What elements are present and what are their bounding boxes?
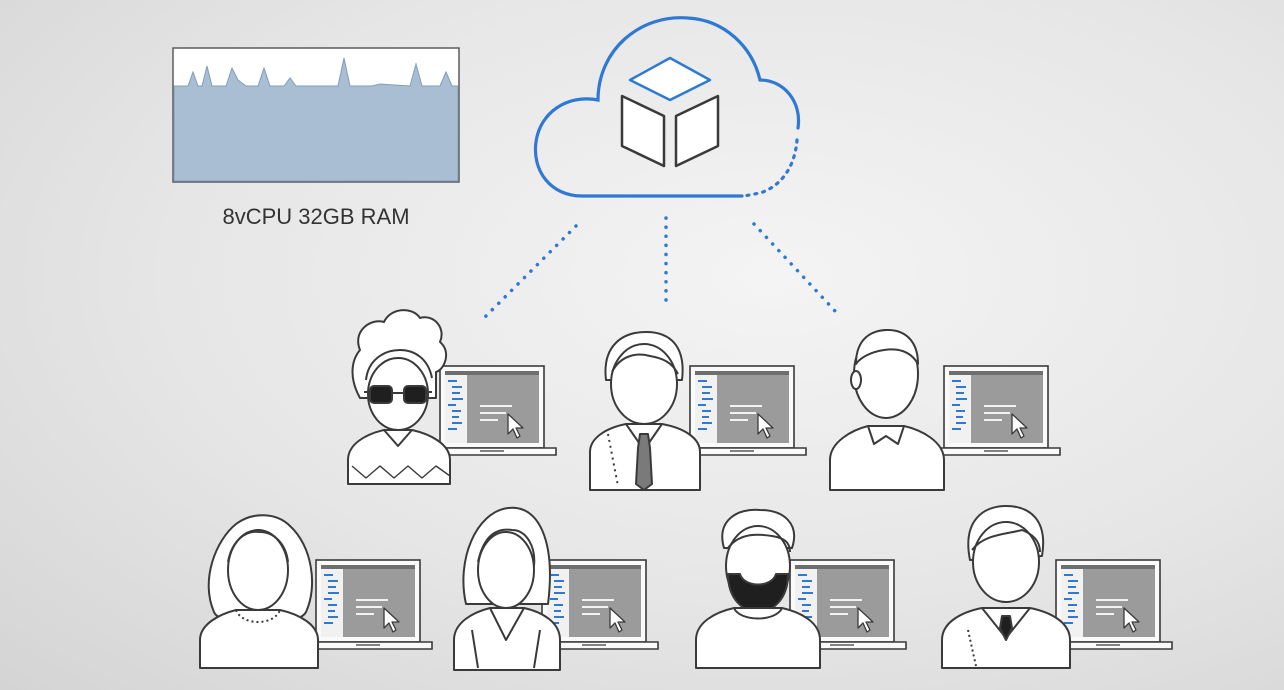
user-beard	[695, 508, 907, 669]
user-long-hair	[199, 514, 433, 669]
usage-area	[173, 57, 459, 182]
person-beard-icon	[695, 508, 821, 669]
connection-lines	[478, 216, 838, 324]
person-bob-hair-icon	[453, 506, 561, 671]
cloud-icon	[533, 16, 801, 198]
user-bob-hair	[453, 506, 659, 671]
laptop-icon	[931, 365, 1061, 456]
user-collar	[829, 329, 1061, 491]
user-suit	[941, 505, 1173, 669]
laptop-icon	[303, 559, 433, 650]
person-tie-icon	[589, 331, 701, 491]
connection-left	[478, 224, 578, 324]
connection-right	[752, 222, 838, 314]
laptop-icon	[427, 365, 557, 456]
container-cube-icon	[620, 56, 720, 168]
resource-spec-label: 8vCPU 32GB RAM	[222, 204, 409, 229]
person-suit-icon	[941, 505, 1071, 669]
user-curly-hair-glasses	[347, 309, 557, 485]
resource-usage-chart	[172, 47, 460, 183]
person-curly-hair-glasses-icon	[347, 309, 451, 485]
person-long-hair-icon	[199, 514, 319, 669]
user-tie	[589, 331, 807, 491]
person-collar-icon	[829, 329, 945, 491]
